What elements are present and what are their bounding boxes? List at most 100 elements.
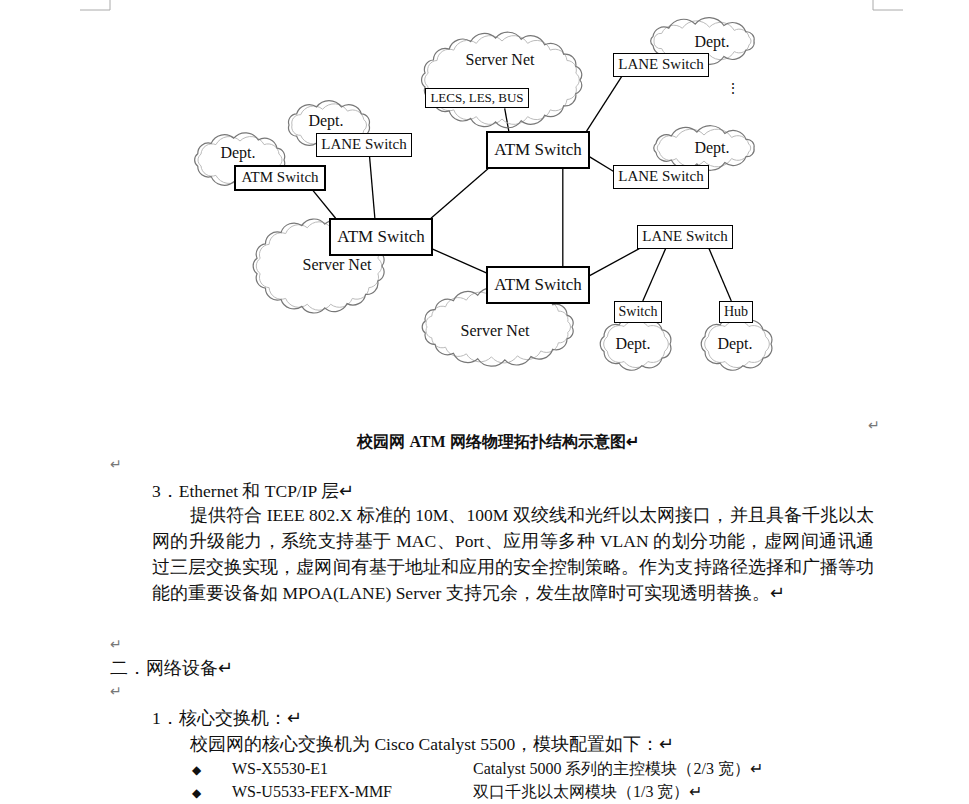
module-code: WS-U5533-FEFX-MMF bbox=[232, 782, 392, 802]
cloud-label-holder: Dept. bbox=[218, 144, 257, 162]
cloud-label: Server Net bbox=[459, 322, 532, 340]
section-heading: 3．Ethernet 和 TCP/IP 层↵ bbox=[152, 479, 354, 503]
cloud-outline bbox=[422, 32, 582, 128]
link-line bbox=[587, 77, 622, 132]
crop-mark bbox=[873, 0, 903, 10]
link-line bbox=[431, 169, 488, 218]
cloud-label: Dept. bbox=[692, 33, 731, 51]
cloud-label: Dept. bbox=[692, 139, 731, 157]
box-label: ATM Switch bbox=[494, 140, 581, 160]
cloud-label-holder: Dept. bbox=[692, 139, 731, 157]
lane-switch-box: LANE Switch bbox=[316, 133, 411, 156]
cloud-label-holder: Server Net bbox=[301, 256, 374, 274]
cloud-label-holder: Dept. bbox=[715, 335, 754, 353]
link-line bbox=[370, 157, 375, 219]
link-line bbox=[590, 249, 640, 276]
network-cloud: Dept. bbox=[648, 126, 760, 170]
network-cloud: Dept. bbox=[697, 316, 777, 372]
network-cloud: Server NetLECS, LES, BUS bbox=[418, 32, 586, 128]
cloud-label: Dept. bbox=[715, 335, 754, 353]
cloud-outline bbox=[426, 291, 571, 363]
label-holder: WS-X5530-E1 bbox=[232, 759, 328, 779]
paragraph-mark: ↵ bbox=[110, 635, 122, 655]
label-holder: 二．网络设备↵ bbox=[110, 656, 233, 680]
cloud-outline bbox=[654, 126, 754, 171]
cloud-label-holder: Dept. bbox=[692, 33, 731, 51]
label-holder: ↵ bbox=[110, 682, 122, 702]
box-label: ATM Switch bbox=[337, 227, 424, 247]
box-label: Hub bbox=[724, 304, 748, 320]
lane-switch-box: LANE Switch bbox=[637, 225, 732, 248]
link-line bbox=[562, 169, 563, 266]
box-label: LANE Switch bbox=[642, 228, 727, 245]
network-cloud: Dept. bbox=[596, 316, 676, 372]
atm-switch-box: ATM Switch bbox=[486, 131, 589, 169]
cloud-label: Server Net bbox=[301, 256, 374, 274]
link-line bbox=[709, 249, 731, 301]
box-label: LANE Switch bbox=[618, 168, 703, 185]
cloud-label: Dept. bbox=[306, 112, 345, 130]
box-label: LECS, LES, BUS bbox=[430, 91, 523, 106]
label-holder: 校园网的核心交换机为 Cisco Catalyst 5500，模块配置如下：↵ bbox=[190, 732, 674, 756]
bullet-mark: ◆ bbox=[192, 783, 201, 803]
section-heading: 1．核心交换机：↵ bbox=[152, 706, 302, 730]
cloud-outline bbox=[701, 318, 772, 371]
paragraph-mark: ↵ bbox=[110, 682, 122, 702]
atm-switch-box: ATM Switch bbox=[486, 266, 589, 304]
label-holder: ◆ bbox=[192, 783, 201, 803]
cloud-outline bbox=[705, 320, 770, 367]
cloud-outline bbox=[600, 318, 671, 371]
label-holder: 双口千兆以太网模块（1/3 宽）↵ bbox=[473, 782, 702, 802]
cloud-outline bbox=[422, 288, 573, 366]
cloud-label: Dept. bbox=[218, 144, 257, 162]
ellipsis-mark: ⋮ bbox=[724, 79, 742, 99]
label-holder: 提供符合 IEEE 802.X 标准的 10M、100M 双绞线和光纤以太网接口… bbox=[152, 502, 874, 606]
body-paragraph: 提供符合 IEEE 802.X 标准的 10M、100M 双绞线和光纤以太网接口… bbox=[152, 502, 874, 606]
link-line bbox=[313, 191, 336, 219]
lane-switch-box: LANE Switch bbox=[613, 165, 708, 188]
body-line: 校园网的核心交换机为 Cisco Catalyst 5500，模块配置如下：↵ bbox=[190, 732, 674, 756]
cloud-label-holder: Server Net bbox=[459, 322, 532, 340]
bullet-mark: ◆ bbox=[192, 760, 201, 780]
link-line bbox=[590, 157, 614, 171]
atm-switch-box: ATM Switch bbox=[329, 218, 432, 256]
cloud-label-holder: Server Net bbox=[464, 51, 537, 69]
cloud-label-holder: Dept. bbox=[613, 335, 652, 353]
link-line bbox=[643, 249, 666, 301]
label-holder: ⋮ bbox=[724, 79, 742, 99]
switch-box: Switch bbox=[614, 301, 663, 323]
label-holder: 3．Ethernet 和 TCP/IP 层↵ bbox=[152, 479, 354, 503]
crop-mark bbox=[80, 0, 110, 10]
label-holder: ↵ bbox=[868, 416, 880, 436]
label-holder: 1．核心交换机：↵ bbox=[152, 706, 302, 730]
box-label: LANE Switch bbox=[321, 136, 406, 153]
caption-holder: 校园网 ATM 网络物理拓扑结构示意图↵ bbox=[198, 431, 798, 453]
paragraph-mark: ↵ bbox=[110, 455, 122, 475]
cloud-label: Dept. bbox=[613, 335, 652, 353]
cloud-outline bbox=[604, 320, 669, 367]
label-holder: ↵ bbox=[110, 635, 122, 655]
label-holder: WS-U5533-FEFX-MMF bbox=[232, 782, 392, 802]
label-holder: ↵ bbox=[110, 455, 122, 475]
cloud-outline bbox=[418, 32, 586, 128]
server-box: LECS, LES, BUS bbox=[425, 88, 528, 109]
box-label: ATM Switch bbox=[494, 275, 581, 295]
hub-box: Hub bbox=[719, 301, 753, 323]
cloud-label: Server Net bbox=[464, 51, 537, 69]
box-label: ATM Switch bbox=[241, 169, 318, 186]
lane-switch-box: LANE Switch bbox=[613, 53, 708, 76]
label-holder: ◆ bbox=[192, 760, 201, 780]
module-description: Catalyst 5000 系列的主控模块（2/3 宽）↵ bbox=[473, 759, 763, 779]
figure-caption: 校园网 ATM 网络物理拓扑结构示意图↵ bbox=[198, 431, 798, 453]
chapter-heading: 二．网络设备↵ bbox=[110, 656, 233, 680]
paragraph-mark: ↵ bbox=[868, 416, 880, 436]
cloud-label-holder: Dept. bbox=[306, 112, 345, 130]
link-line bbox=[433, 249, 487, 273]
label-holder: Catalyst 5000 系列的主控模块（2/3 宽）↵ bbox=[473, 759, 763, 779]
module-code: WS-X5530-E1 bbox=[232, 759, 328, 779]
